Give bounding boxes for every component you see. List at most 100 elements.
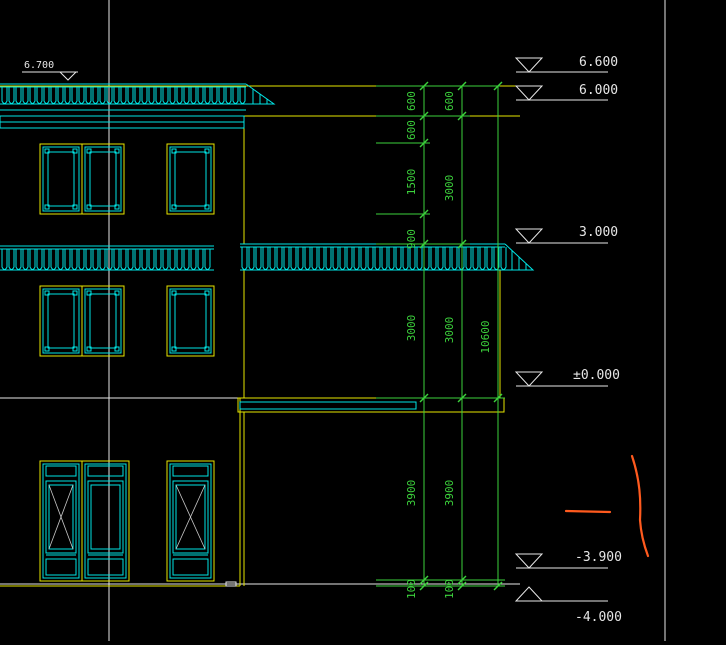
- dim-middle-3900: 3900: [443, 480, 456, 507]
- roof-tile-icon: [120, 87, 127, 104]
- roof-tile-icon: [29, 249, 36, 270]
- elevation-markers: [514, 57, 608, 602]
- elev-label-basement-bottom: -4.000: [575, 610, 622, 625]
- dim-inner-900: 900: [405, 229, 418, 249]
- elevation-texts: 6.600 6.000 3.000 ±0.000 -3.900 -4.000: [573, 55, 622, 625]
- roof-tile-icon: [155, 249, 162, 270]
- roof-tile-icon: [50, 87, 57, 104]
- dimension-lines: [376, 85, 505, 587]
- roof-tile-icon: [22, 249, 29, 270]
- roof-tile-icon: [1, 249, 8, 270]
- roof-tile-icon: [211, 87, 218, 104]
- roof-tile-icon: [493, 247, 500, 270]
- roof-tile-icon: [106, 249, 113, 270]
- roof-tile-icon: [395, 247, 402, 270]
- roof-tile-icon: [444, 247, 451, 270]
- roof-tile-icon: [239, 87, 246, 104]
- roof-tile-icon: [36, 87, 43, 104]
- roof-tile-icon: [241, 247, 248, 270]
- roof-tiles-mid-left: [0, 245, 214, 271]
- roof-tile-icon: [57, 249, 64, 270]
- dim-inner-600-a: 600: [405, 91, 418, 111]
- roof-tile-icon: [332, 247, 339, 270]
- roof-tile-icon: [43, 249, 50, 270]
- roof-tile-icon: [71, 87, 78, 104]
- elev-label-basement-floor: -3.900: [575, 550, 622, 565]
- roof-tile-icon: [486, 247, 493, 270]
- roof-tile-icon: [78, 87, 85, 104]
- roof-tile-icon: [218, 87, 225, 104]
- roof-tile-icon: [197, 87, 204, 104]
- roof-tile-icon: [353, 247, 360, 270]
- elev-label-3000: 3.000: [579, 225, 618, 240]
- roof-tile-icon: [113, 87, 120, 104]
- building-outline: [0, 85, 520, 587]
- roof-tile-icon: [50, 249, 57, 270]
- roof-tile-icon: [451, 247, 458, 270]
- roof-tile-icon: [500, 247, 507, 270]
- roof-tile-icon: [190, 87, 197, 104]
- elevation-triangle-icon: [514, 371, 608, 387]
- roof-tile-icon: [29, 87, 36, 104]
- window-frame-icon: [39, 143, 83, 215]
- roof-tile-icon: [190, 249, 197, 270]
- roof-tile-icon: [423, 247, 430, 270]
- roof-tile-icon: [15, 249, 22, 270]
- roof-tile-icon: [169, 87, 176, 104]
- roof-tile-icon: [120, 249, 127, 270]
- window-frame-icon: [166, 285, 215, 357]
- roof-tile-icon: [162, 87, 169, 104]
- roof-tile-icon: [148, 249, 155, 270]
- roof-tile-icon: [204, 87, 211, 104]
- elev-label-ground: ±0.000: [573, 368, 620, 383]
- window-frame-icon: [81, 143, 125, 215]
- window-frame-icon: [81, 285, 125, 357]
- roof-tile-icon: [8, 249, 15, 270]
- roof-tiles-mid-right: [240, 243, 535, 271]
- roof-tile-icon: [85, 249, 92, 270]
- roof-tile-icon: [92, 87, 99, 104]
- dim-inner-100: 100: [405, 579, 418, 599]
- roof-tile-icon: [388, 247, 395, 270]
- roof-tile-icon: [269, 247, 276, 270]
- roof-tile-icon: [99, 249, 106, 270]
- roof-tile-icon: [183, 249, 190, 270]
- dim-middle-100: 100: [443, 579, 456, 599]
- roof-tile-icon: [437, 247, 444, 270]
- door-panel-icon: [39, 460, 83, 582]
- roof-tile-icon: [346, 247, 353, 270]
- elevation-triangle-icon: [59, 71, 77, 81]
- roof-tile-icon: [43, 87, 50, 104]
- elevation-triangle-icon: [514, 586, 608, 602]
- roof-tile-icon: [113, 249, 120, 270]
- window-frame-icon: [39, 285, 83, 357]
- windows-group: [39, 143, 215, 357]
- roof-tile-icon: [64, 249, 71, 270]
- roof-tile-icon: [225, 87, 232, 104]
- door-panel-icon: [81, 460, 130, 582]
- roof-tile-icon: [36, 249, 43, 270]
- roof-tile-icon: [402, 247, 409, 270]
- dim-inner-3000: 3000: [405, 315, 418, 342]
- door-panel-icon: [166, 460, 215, 582]
- roof-tile-icon: [141, 249, 148, 270]
- roof-tile-icon: [465, 247, 472, 270]
- roof-tile-icon: [339, 247, 346, 270]
- roof-tile-icon: [64, 87, 71, 104]
- dim-middle-3000-a: 3000: [443, 175, 456, 202]
- roof-tile-icon: [57, 87, 64, 104]
- roof-tile-icon: [430, 247, 437, 270]
- roof-tile-icon: [262, 247, 269, 270]
- elevation-triangle-icon: [514, 85, 608, 101]
- roof-tile-icon: [360, 247, 367, 270]
- roof-tile-icon: [127, 87, 134, 104]
- cornice-upper: [0, 115, 417, 410]
- elev-label-6600: 6.600: [579, 55, 618, 70]
- elev-label-6700: 6.700: [24, 60, 54, 71]
- elevation-triangle-icon: [514, 553, 608, 569]
- markup-strokes: [564, 454, 650, 558]
- roof-tile-icon: [232, 87, 239, 104]
- roof-tile-icon: [134, 249, 141, 270]
